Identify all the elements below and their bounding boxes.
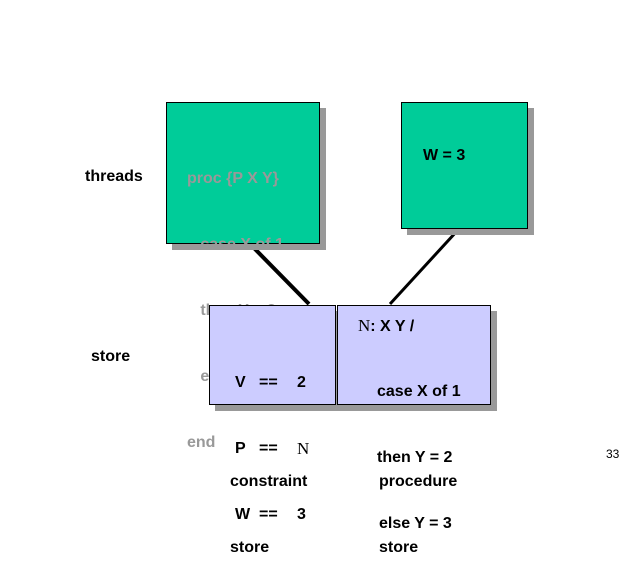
binding-var: V	[235, 374, 246, 391]
procedure-name: N	[358, 316, 371, 335]
constraint-store-caption: constraint store	[230, 427, 307, 581]
threads-label: threads	[85, 168, 143, 185]
connector-thread1-to-store	[250, 244, 311, 306]
code-line: end	[187, 434, 216, 451]
code-line: case X of 1	[187, 236, 284, 253]
thread-1-box: proc {P X Y} case X of 1 then Y = 2 else…	[166, 102, 320, 451]
thread-2-box: W = 3	[401, 102, 528, 229]
procedure-header: N: X Y /	[358, 315, 414, 338]
binding-var: P	[235, 440, 246, 457]
code-line: case X of 1	[377, 383, 461, 400]
binding-val: 2	[297, 374, 306, 391]
procedure-store-caption: procedure store	[379, 427, 457, 581]
binding-op: ==	[259, 440, 278, 457]
connector-thread2-to-store	[388, 229, 459, 306]
procedure-store-box: N: X Y / case X of 1 then Y = 2 else Y =…	[337, 305, 491, 532]
binding-row: V == 2	[235, 372, 309, 394]
code-line: then Y = 2	[377, 449, 453, 466]
thread-2-text: W = 3	[423, 147, 466, 164]
binding-row: P == N	[235, 438, 309, 460]
connector-lines	[250, 229, 459, 306]
page-number: 33	[606, 447, 620, 461]
code-line: proc {P X Y}	[187, 170, 279, 187]
binding-val: N	[297, 439, 310, 458]
binding-op: ==	[259, 374, 278, 391]
caption-line: constraint	[230, 473, 308, 490]
constraint-store-box: V == 2 P == N W == 3	[209, 305, 336, 523]
procedure-params: : X Y /	[370, 318, 415, 335]
store-label: store	[91, 348, 131, 365]
caption-line: procedure	[379, 473, 458, 490]
caption-line: store	[379, 539, 419, 556]
caption-line: store	[230, 539, 270, 556]
